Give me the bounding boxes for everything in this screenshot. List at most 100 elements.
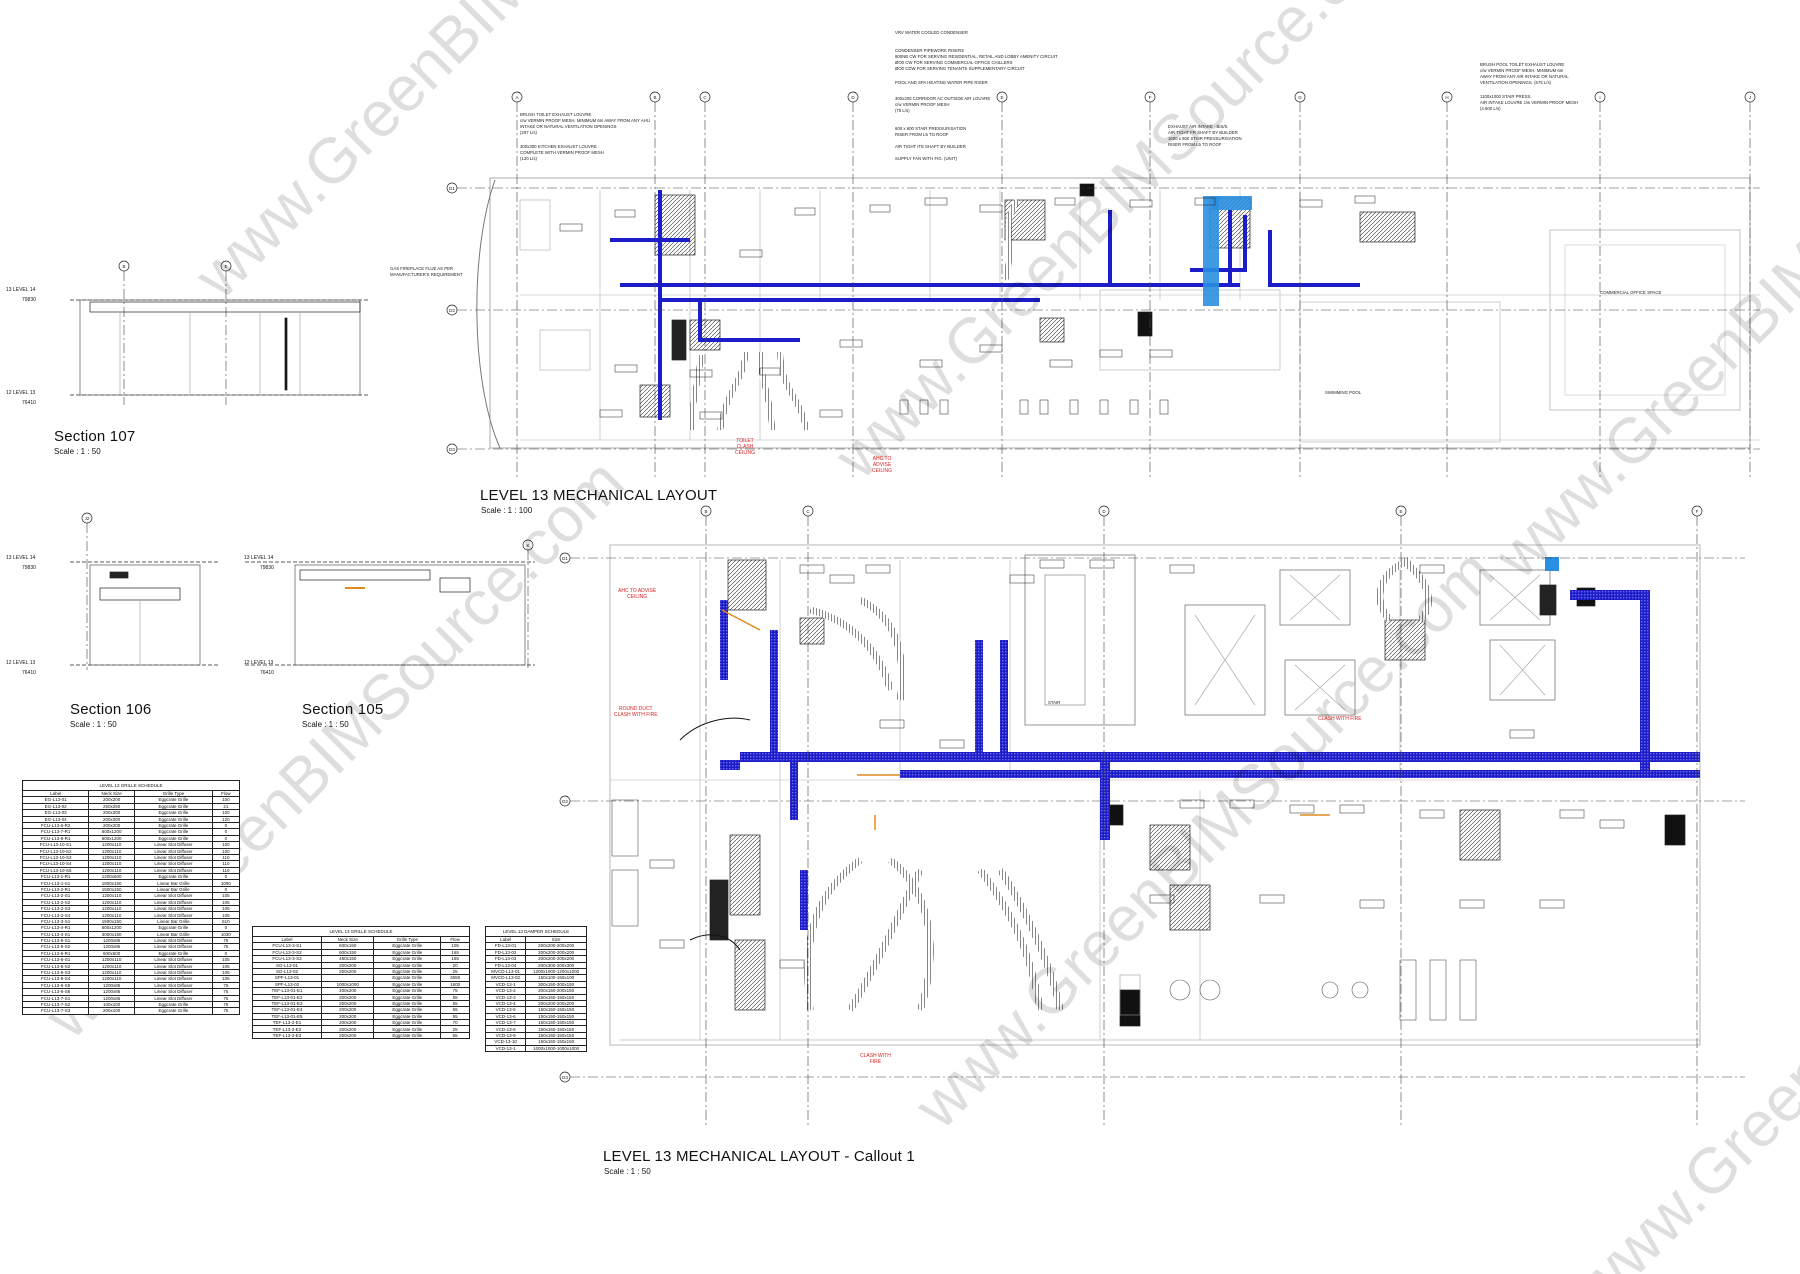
callout-equipment-tags bbox=[649, 559, 1625, 969]
grid-bubble bbox=[446, 182, 458, 194]
stair-core bbox=[1024, 554, 1136, 726]
schedule-cell: FCU-L13-7-S3 bbox=[21, 1007, 90, 1015]
grid-label: A bbox=[515, 95, 518, 100]
grid-label: C bbox=[806, 509, 810, 514]
schedule-cell: 200x200 bbox=[321, 1025, 375, 1033]
schedule-cell: VCD-13-9 bbox=[484, 1031, 527, 1040]
grid-bubble bbox=[996, 91, 1008, 103]
level14-mark: 13 LEVEL 14 bbox=[6, 555, 36, 561]
note-exhaust-shaft: EXHAUST AIR INTAKE - BIS/S bbox=[1168, 124, 1228, 129]
note-risers: CONDENSER PIPEWORK RISERS bbox=[895, 48, 964, 53]
section105-title: Section 105 bbox=[302, 701, 384, 718]
schedule-cell: 150x150-150x150 bbox=[525, 1025, 587, 1033]
grid-label: E bbox=[224, 264, 227, 269]
note-pool: POOL AND SPA HEATING WATER PIPE RISER bbox=[895, 80, 988, 85]
note-corridor: c/w VERMIN PROOF MESH bbox=[895, 102, 950, 107]
grid-label: D1 bbox=[562, 556, 568, 561]
note-vrv: VRV WATER COOLED CONDENSER bbox=[895, 30, 968, 35]
grid-label: D2 bbox=[449, 308, 455, 313]
level13-elev: 76410 bbox=[22, 670, 36, 676]
schedule-cell: MVCD-L13-01 bbox=[484, 967, 527, 976]
note-cdw: ØO0 CDW FOR SERVING TENANTS SUPPLEMENTAR… bbox=[895, 66, 1025, 71]
note-toilet-louvre: BRUSH TOILET EXHAUST LOUVRE bbox=[520, 112, 592, 117]
grid-label: D3 bbox=[449, 447, 455, 452]
schedule-cell: 1200x1000-1200x1000 bbox=[525, 967, 587, 976]
room-office: COMMERCIAL OFFICE SPACE bbox=[1600, 290, 1662, 295]
level13-mark: 12 LEVEL 13 bbox=[244, 660, 274, 666]
note-toilet-louvre: (297 L/s) bbox=[520, 130, 537, 135]
grid-label: K bbox=[526, 543, 529, 548]
grid-bubble bbox=[1098, 505, 1110, 517]
grid-label: E bbox=[1399, 509, 1402, 514]
schedule-cell: VCD-13-10 bbox=[484, 1038, 527, 1046]
callout1-plan bbox=[609, 544, 1701, 1046]
note-pool-louvre: BRUSH POOL TOILET EXHAUST LOUVRE bbox=[1480, 62, 1565, 67]
section106-title: Section 106 bbox=[70, 701, 152, 718]
grid-bubble bbox=[802, 505, 814, 517]
grid-label: F bbox=[1696, 509, 1699, 514]
section105-drawing bbox=[245, 561, 535, 666]
section106-drawing bbox=[70, 561, 220, 666]
schedule-cell: 25 bbox=[440, 1025, 470, 1033]
grid-bubble bbox=[1441, 91, 1453, 103]
grid-bubble bbox=[1395, 505, 1407, 517]
note-stair-press: 600 x 600 STAIR PRESSURISATION bbox=[895, 126, 967, 131]
level14-mark: 13 LEVEL 14 bbox=[244, 555, 274, 561]
schedule-cell: 65 bbox=[440, 1031, 470, 1040]
schedule-cell: VCD-13-1 bbox=[484, 1044, 527, 1053]
grid-bubble bbox=[1294, 91, 1306, 103]
grid-bubble bbox=[559, 1071, 571, 1083]
grid-bubble bbox=[511, 91, 523, 103]
grid-label: D1 bbox=[449, 186, 455, 191]
note-exhaust-shaft: AIR TIGHT FR SHAFT BY BUILDER bbox=[1168, 130, 1238, 135]
note-gas-flue: GAS FIREPLACE FLUE AS PER bbox=[390, 266, 454, 271]
level13-scale: Scale : 1 : 100 bbox=[481, 506, 533, 515]
grid-bubble bbox=[559, 552, 571, 564]
clash-note-fire: CLASH WITH FIRE bbox=[1318, 716, 1362, 722]
note-cw2: ØO0 CW FOR SERVING COMMERCIAL OFFICE CHI… bbox=[895, 60, 1013, 65]
grid-label: B bbox=[653, 95, 656, 100]
level13-curved-wall bbox=[476, 179, 501, 449]
note-exhaust-shaft: 1600 x 600 STAIR PRESSURISATION bbox=[1168, 136, 1242, 141]
grid-bubble bbox=[220, 260, 232, 272]
note-intake-louvre: 1100x1000 STAIR PRESS. bbox=[1480, 94, 1532, 99]
schedule-cell: VCD-13-7 bbox=[484, 1019, 527, 1027]
callout-supply-duct bbox=[720, 590, 1700, 930]
grid-label: B bbox=[122, 264, 125, 269]
level13-mark: 12 LEVEL 13 bbox=[6, 660, 36, 666]
level13-equipment-tags bbox=[559, 195, 1376, 420]
office-zone bbox=[1549, 229, 1741, 411]
note-pool-louvre: c/w VERMIN PROOF MESH. MINIMUM 6m bbox=[1480, 68, 1564, 73]
grid-label: F bbox=[1149, 95, 1152, 100]
grid-label: C bbox=[703, 95, 707, 100]
schedule-cell: Eggcrate Grille bbox=[133, 1007, 213, 1015]
grid-bubble bbox=[1144, 91, 1156, 103]
level13-mark: 12 LEVEL 13 bbox=[6, 390, 36, 396]
grid-bubble bbox=[847, 91, 859, 103]
level13-plan bbox=[476, 177, 1760, 449]
note-corridor: 300x200 CORRIDOR AC OUTSIDE AIR LOUVRE bbox=[895, 96, 991, 101]
grid-bubble bbox=[522, 539, 534, 551]
grid-label: B bbox=[704, 509, 707, 514]
note-kitchen-louvre: COMPLETE WITH VERMIN PROOF MESH bbox=[520, 150, 604, 155]
level13-elev: 76410 bbox=[22, 400, 36, 406]
grille1-title: LEVEL 13 GRILLE SCHEDULE bbox=[22, 780, 240, 790]
note-stair-press: RISER FROM L5 TO ROOF bbox=[895, 132, 949, 137]
section107-scale: Scale : 1 : 50 bbox=[54, 447, 101, 456]
callout1-scale: Scale : 1 : 50 bbox=[604, 1167, 651, 1176]
note-toilet-louvre: c/w VERMIN PROOF MESH. MINIMUM 6m AWAY F… bbox=[520, 118, 650, 123]
